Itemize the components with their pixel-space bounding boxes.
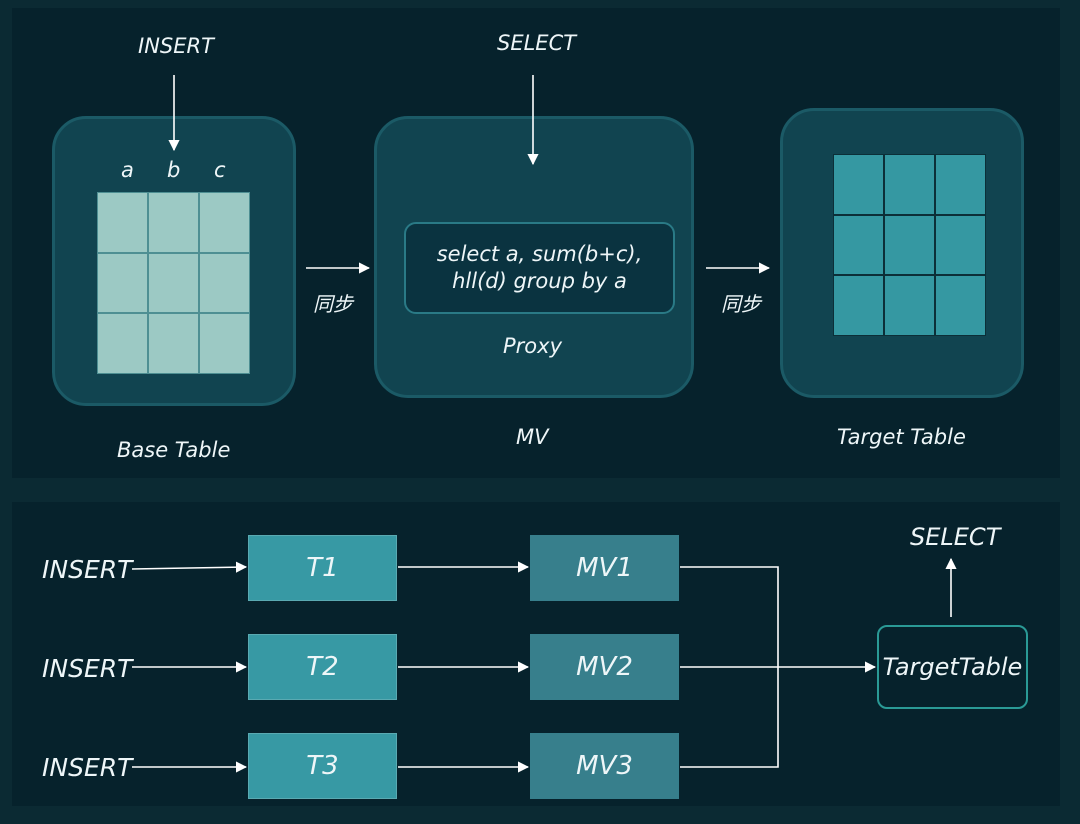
table-node-t1: T1 [248, 535, 397, 601]
select-label: SELECT [497, 31, 577, 55]
insert-label-2: INSERT [42, 654, 133, 683]
base-table-cell [148, 252, 199, 314]
mv1-connector [680, 566, 779, 667]
proxy-label: Proxy [503, 334, 563, 358]
base-table-cell [97, 313, 148, 374]
mv-node-mv3: MV3 [530, 733, 679, 799]
base-table-cell [199, 313, 250, 374]
target-table-node: TargetTable [877, 625, 1028, 709]
base-table-cell [148, 192, 199, 253]
insert-label: INSERT [138, 34, 214, 58]
target-table-cell [884, 154, 935, 215]
base-table-cell [199, 252, 250, 314]
insert-label-3: INSERT [42, 753, 133, 782]
mv-query-box: select a, sum(b+c), hll(d) group by a [404, 222, 675, 314]
target-table-cell [884, 275, 935, 336]
mv-node-mv2: MV2 [530, 634, 679, 700]
mv-label: MV [516, 425, 549, 449]
target-table-cell [884, 214, 935, 276]
sync-label-left: 同步 [313, 292, 353, 316]
column-b-label: b [167, 158, 181, 182]
target-table-cell [833, 154, 884, 215]
sync-label-right: 同步 [721, 292, 761, 316]
column-a-label: a [121, 158, 134, 182]
base-table-cell [148, 313, 199, 374]
insert-to-t1-arrow [131, 561, 248, 573]
target-table-cell [833, 275, 884, 336]
select-label-bottom: SELECT [910, 523, 1001, 551]
base-table-cell [199, 192, 250, 253]
base-table-label: Base Table [117, 438, 231, 462]
target-table-cell [935, 154, 986, 215]
mv3-connector [680, 667, 779, 768]
target-table-label: Target Table [837, 425, 966, 449]
base-table-cell [97, 252, 148, 314]
target-table-cell [935, 275, 986, 336]
target-table-grid [833, 154, 986, 336]
mv-node-mv1: MV1 [530, 535, 679, 601]
column-c-label: c [214, 158, 226, 182]
target-table-cell [833, 214, 884, 276]
base-table-grid [97, 192, 250, 374]
insert-label-1: INSERT [42, 555, 133, 584]
target-table-cell [935, 214, 986, 276]
base-table-cell [97, 192, 148, 253]
table-node-t2: T2 [248, 634, 397, 700]
table-node-t3: T3 [248, 733, 397, 799]
